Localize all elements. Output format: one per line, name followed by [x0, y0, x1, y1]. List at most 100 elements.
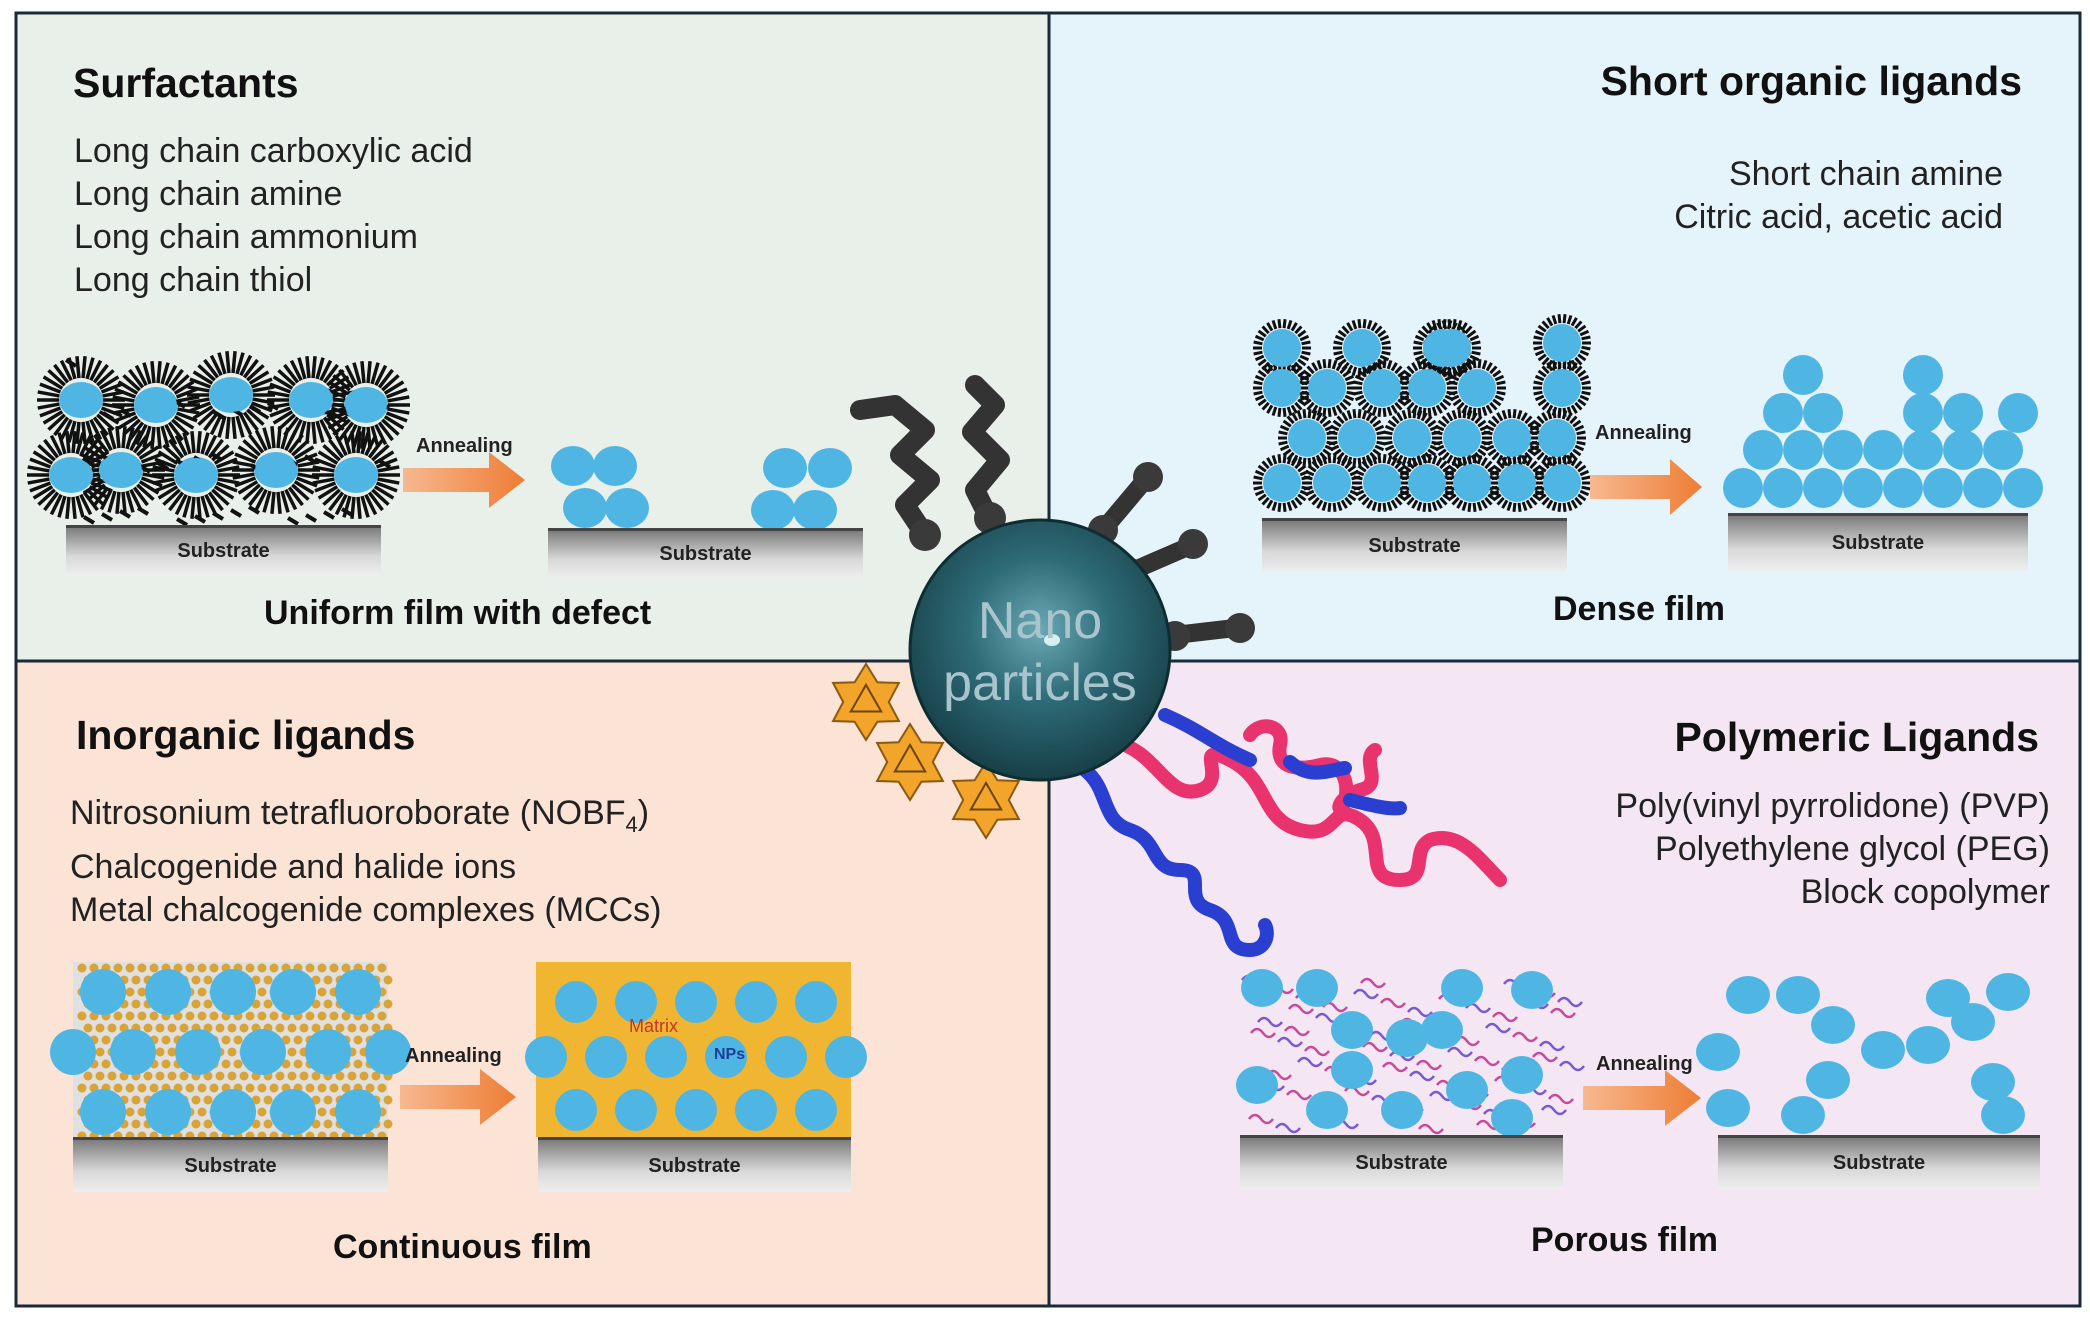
- nanoparticle: [525, 1036, 567, 1078]
- ligand-strand: [1581, 335, 1591, 341]
- ligand-strand: [1484, 424, 1495, 432]
- ligand-strand: [129, 429, 143, 452]
- ligand-strand: [1562, 454, 1567, 464]
- ligand-strand: [32, 485, 54, 500]
- inorganic-ligand-dot: [137, 1011, 147, 1021]
- nanoparticle: [1296, 969, 1338, 1007]
- nanoparticle: [1408, 369, 1446, 407]
- ligand-strand: [1451, 496, 1460, 506]
- ligand-strand: [1286, 415, 1295, 425]
- ligand-strand: [171, 418, 190, 436]
- ligand-strand: [114, 411, 137, 423]
- inorganic-ligand-dot: [203, 999, 213, 1009]
- ligand-strand: [200, 495, 210, 518]
- ligand-strand: [1344, 460, 1353, 470]
- ligand-strand: [207, 438, 224, 459]
- ligand-strand: [1422, 502, 1427, 512]
- ligand-strand: [1390, 499, 1398, 509]
- inorganic-ligand-dot: [257, 1083, 267, 1093]
- ligand-strand: [189, 377, 212, 389]
- nanoparticle: [80, 1089, 126, 1135]
- ligand-strand: [1566, 361, 1573, 372]
- inorganic-ligand-dot: [137, 1107, 147, 1117]
- nanoparticle: [645, 1036, 687, 1078]
- ligand-strand: [360, 426, 366, 449]
- inorganic-ligand-dot: [101, 1059, 111, 1069]
- polymer-strand: [1297, 1056, 1323, 1068]
- substrate-bar: Substrate: [1262, 518, 1567, 572]
- ligand-strand: [234, 452, 257, 464]
- ligand-strand: [1316, 406, 1323, 417]
- ligand-strand: [1536, 451, 1545, 461]
- ligand-strand: [134, 423, 148, 446]
- ligand-strand: [168, 491, 185, 512]
- ligand-strand: [1307, 493, 1317, 502]
- ligand-strand: [1464, 361, 1473, 371]
- ligand-strand: [175, 411, 198, 423]
- ligand-strand: [162, 488, 181, 506]
- ligand-strand: [1477, 407, 1482, 417]
- nanoparticle: [1386, 1019, 1428, 1057]
- ligand-strand: [192, 405, 214, 420]
- ligand-strand: [1484, 460, 1493, 470]
- ligand-strand: [1476, 454, 1483, 465]
- polymer-strand: [1362, 1041, 1388, 1053]
- ligand-strand: [262, 490, 272, 513]
- ligand-strand: [57, 432, 67, 455]
- ligand-strand: [1357, 409, 1362, 419]
- ligand-strand: [1381, 350, 1391, 356]
- ligand-strand: [1489, 469, 1500, 477]
- ligand-strand: [1354, 469, 1365, 477]
- nanoparticle: [1763, 393, 1803, 433]
- ligand-strand: [1552, 409, 1557, 419]
- ligand-strand: [270, 491, 276, 514]
- ligand-strand: [272, 410, 294, 425]
- ligand-strand: [225, 351, 231, 374]
- inorganic-ligand-dot: [383, 1119, 393, 1129]
- ligand-strand: [1366, 457, 1374, 467]
- ligand-strand: [1517, 454, 1522, 464]
- polymer-strand: [1512, 1031, 1538, 1043]
- ligand-strand: [1377, 502, 1382, 512]
- surfactant-item: Long chain carboxylic acid: [74, 132, 473, 170]
- ligand-strand: [157, 450, 179, 465]
- ligand-strand: [107, 490, 117, 513]
- ligand-strand: [235, 415, 245, 438]
- ligand-strand: [167, 421, 184, 442]
- ligand-strand: [196, 431, 202, 454]
- ligand-strand: [1467, 358, 1477, 367]
- ligand-strand: [1447, 493, 1457, 502]
- ligand-strand: [1261, 365, 1270, 375]
- ligand-strand: [1261, 401, 1270, 411]
- ligand-strand: [81, 356, 87, 379]
- ligand-strand: [1489, 489, 1500, 497]
- ligand-strand: [217, 465, 240, 473]
- nobf4-close: ): [637, 794, 650, 832]
- ligand-strand: [1306, 401, 1315, 411]
- ligand-strand: [1353, 485, 1363, 491]
- ligand-strand: [231, 416, 237, 439]
- ligand-strand: [1572, 419, 1582, 428]
- ligand-strand: [1402, 464, 1412, 473]
- ligand-strand: [1551, 454, 1558, 465]
- nanoparticle: [1723, 468, 1763, 508]
- inorganic-ligand-dot: [383, 1095, 393, 1105]
- ligand-strand: [1579, 394, 1590, 402]
- ligand-strand: [189, 401, 212, 413]
- ligand-strand: [1279, 424, 1290, 432]
- nanoparticle: [1263, 464, 1301, 502]
- nanoparticle: [50, 1029, 96, 1075]
- ligand-strand: [1460, 364, 1468, 374]
- ligand-strand: [1431, 501, 1438, 512]
- ligand-strand: [276, 491, 282, 514]
- ligand-strand: [1412, 409, 1417, 419]
- ligand-strand: [1424, 415, 1433, 425]
- ligand-strand: [134, 364, 148, 387]
- ligand-strand: [1302, 409, 1307, 419]
- ligand-strand: [1477, 359, 1482, 369]
- polymer-strand: [1277, 1036, 1303, 1048]
- ligand-strand: [1266, 362, 1274, 372]
- ligand-headgroup: [909, 519, 941, 551]
- ligand-strand: [1407, 409, 1412, 419]
- ligand-strand: [1472, 502, 1477, 512]
